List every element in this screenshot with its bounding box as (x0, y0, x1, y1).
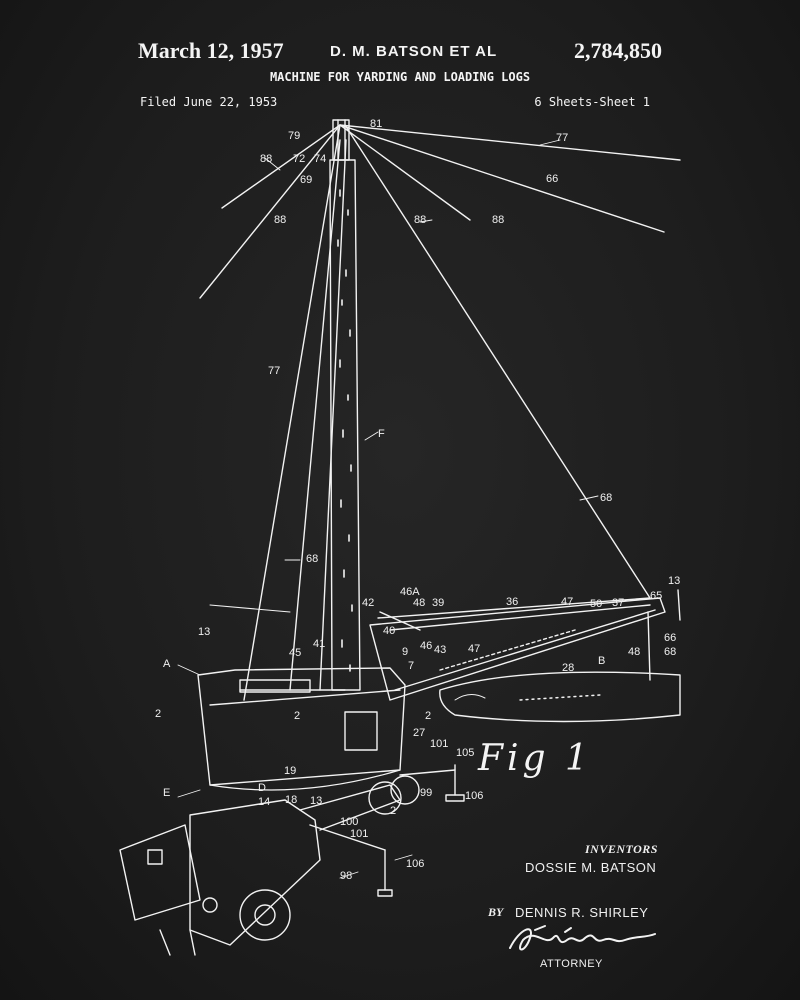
cab (197, 667, 406, 791)
ref-100: 100 (340, 816, 359, 828)
ref-88: 88 (414, 214, 427, 226)
ref-19: 19 (284, 765, 297, 777)
ref-7: 7 (408, 660, 415, 672)
guy-lines (199, 124, 681, 701)
by-label: BY (488, 905, 504, 919)
ref-50: 50 (590, 598, 603, 610)
ref-48: 48 (628, 646, 641, 658)
patent-date: March 12, 1957 (138, 38, 284, 63)
ref-2: 2 (390, 805, 397, 817)
ref-88: 88 (274, 214, 287, 226)
inventor-header: D. M. BATSON ET AL (330, 43, 498, 60)
ref-81: 81 (370, 118, 383, 130)
attorney-label: ATTORNEY (540, 958, 603, 970)
ref-66: 66 (664, 632, 677, 644)
ref-A: A (163, 658, 171, 670)
ref-F: F (378, 428, 385, 440)
ref-2: 2 (155, 708, 162, 720)
boom (369, 597, 666, 701)
inventors-label: INVENTORS (585, 842, 658, 856)
ref-9: 9 (402, 646, 409, 658)
figure-label: Fig 1 (478, 738, 592, 779)
ref-B: B (598, 655, 606, 667)
ref-40: 40 (383, 625, 396, 637)
ref-43: 43 (434, 644, 447, 656)
ref-48: 48 (413, 597, 426, 609)
ref-69: 69 (300, 174, 313, 186)
ref-37: 37 (612, 597, 625, 609)
mast (329, 119, 361, 691)
ref-27: 27 (413, 727, 426, 739)
ref-47: 47 (468, 643, 481, 655)
attorney-signature (509, 925, 656, 951)
ref-98: 98 (340, 870, 353, 882)
ref-101: 101 (430, 738, 449, 750)
ref-101: 101 (350, 828, 369, 840)
inventor-name-1: DOSSIE M. BATSON (525, 860, 657, 875)
ref-41: 41 (313, 638, 326, 650)
ref-2: 2 (294, 710, 301, 722)
ref-72: 72 (293, 153, 306, 165)
ref-39: 39 (432, 597, 445, 609)
ref-13: 13 (668, 575, 681, 587)
ref-42: 42 (362, 597, 375, 609)
ref-13: 13 (198, 626, 211, 638)
ref-77: 77 (268, 365, 281, 377)
ref-105: 105 (456, 747, 475, 759)
ref-14: 14 (258, 796, 271, 808)
ref-46: 46 (420, 640, 433, 652)
ref-28: 28 (562, 662, 575, 674)
sheet-count: 6 Sheets-Sheet 1 (534, 95, 650, 109)
leader-lines (177, 139, 599, 879)
ref-2: 2 (425, 710, 432, 722)
ref-106: 106 (406, 858, 425, 870)
ref-D: D (258, 782, 266, 794)
ref-46A: 46A (400, 586, 420, 598)
ref-77: 77 (556, 132, 569, 144)
filed-date: Filed June 22, 1953 (140, 95, 278, 109)
ref-106: 106 (465, 790, 484, 802)
patent-title: MACHINE FOR YARDING AND LOADING LOGS (269, 70, 531, 84)
truck (119, 764, 465, 956)
log (439, 589, 681, 723)
ref-45: 45 (289, 647, 302, 659)
ref-66: 66 (546, 173, 559, 185)
inventor-name-2: DENNIS R. SHIRLEY (515, 905, 649, 920)
ref-68: 68 (664, 646, 677, 658)
ref-68: 68 (306, 553, 319, 565)
ref-74: 74 (314, 153, 327, 165)
ref-E: E (163, 787, 171, 799)
ref-13: 13 (310, 795, 323, 807)
patent-number: 2,784,850 (574, 38, 662, 63)
ref-68: 68 (600, 492, 613, 504)
ref-65: 65 (650, 590, 663, 602)
ref-99: 99 (420, 787, 433, 799)
ref-79: 79 (288, 130, 301, 142)
ref-88: 88 (492, 214, 505, 226)
ref-36: 36 (506, 596, 519, 608)
ref-47: 47 (561, 596, 574, 608)
ref-88: 88 (260, 153, 273, 165)
ref-18: 18 (285, 794, 298, 806)
